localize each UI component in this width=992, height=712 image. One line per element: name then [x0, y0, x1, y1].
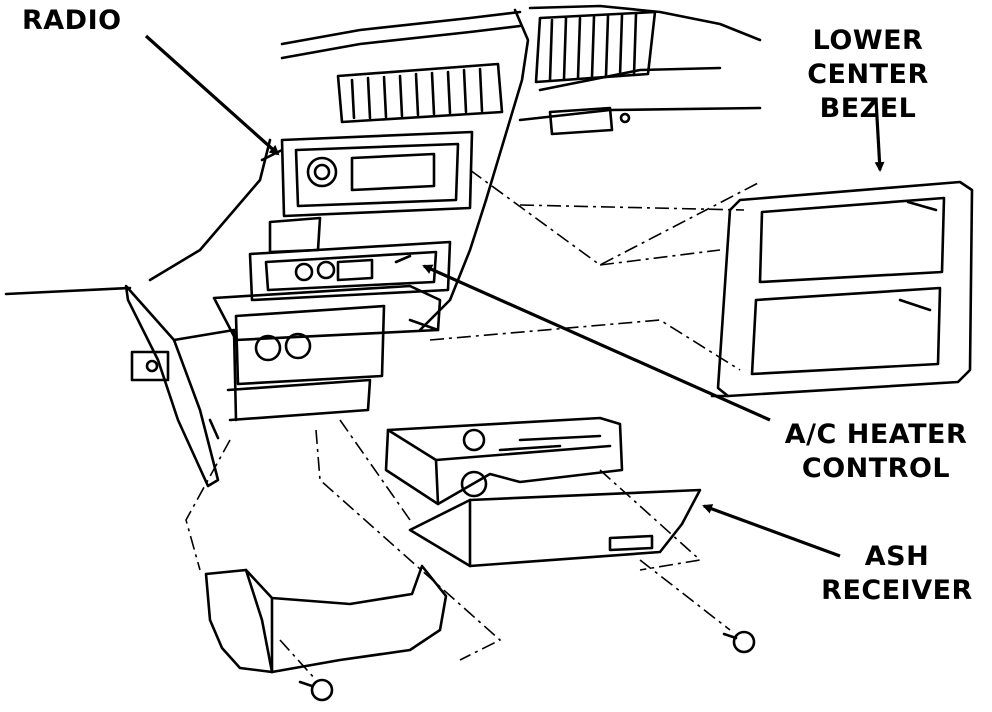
assembly-line-bezel-bottom — [429, 319, 741, 371]
assembly-line-bezel-low — [519, 204, 745, 211]
dashboard-outline — [4, 4, 762, 332]
radio-unit — [260, 130, 474, 254]
leader-bezel — [874, 99, 885, 172]
assembly-line-screw-left — [279, 639, 317, 681]
lower-console-pocket — [204, 564, 448, 674]
screw-right — [722, 630, 756, 654]
leader-ash — [702, 504, 841, 558]
ac-heater-control-label: A/C HEATER CONTROL — [776, 418, 976, 486]
switch-panel — [548, 106, 631, 136]
radio-label: RADIO — [22, 4, 122, 38]
screw-left — [298, 678, 334, 702]
ash-receiver-tray — [408, 488, 702, 568]
ac-label-line2: CONTROL — [801, 453, 951, 484]
assembly-line-console — [185, 439, 231, 571]
right-air-vent — [534, 10, 657, 84]
ac-heater-control-unit — [248, 240, 452, 302]
assembly-line-bezel-mid — [599, 249, 721, 266]
ac-label-line1: A/C HEATER — [784, 419, 968, 450]
leader-ac-heater — [422, 264, 771, 422]
lower-center-bezel — [710, 180, 974, 398]
console-side-panel — [124, 284, 238, 488]
radio-label-text: RADIO — [22, 5, 122, 36]
ash-label-line1: ASH — [864, 541, 930, 572]
ash-receiver-housing — [384, 416, 624, 506]
ash-receiver-label: ASH RECEIVER — [812, 540, 982, 608]
assembly-line-tray — [339, 419, 411, 521]
bezel-label-line1: LOWER CENTER — [807, 25, 929, 90]
lower-center-bezel-label: LOWER CENTER BEZEL — [748, 24, 988, 126]
console-opening — [212, 284, 442, 422]
assembly-line-bezel-top — [469, 169, 761, 266]
leader-radio — [144, 34, 280, 156]
left-air-vent — [336, 62, 504, 124]
bezel-label-line2: BEZEL — [819, 93, 917, 124]
assembly-line-screw-right — [639, 559, 731, 631]
ash-label-line2: RECEIVER — [821, 575, 973, 606]
assembly-line-pocket — [315, 429, 502, 661]
assembly-line-ash — [599, 469, 702, 571]
